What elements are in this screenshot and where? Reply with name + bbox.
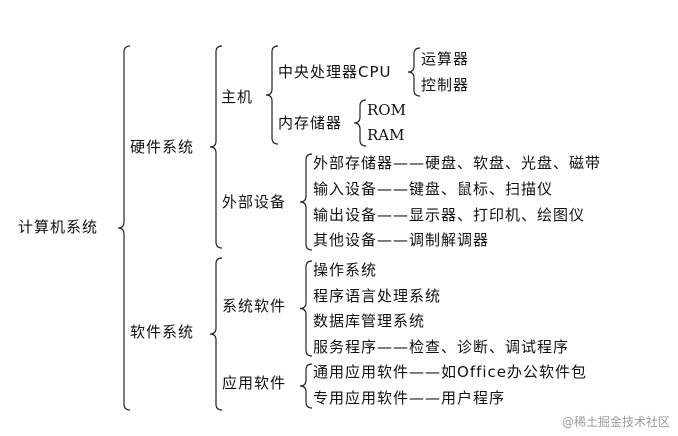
software-name: 服务程序 — [313, 338, 378, 356]
brace-application-software — [299, 363, 313, 409]
brace-hardware — [209, 45, 223, 249]
node-rom: ROM — [367, 101, 406, 119]
software-detail: 如Office办公软件包 — [441, 363, 588, 381]
peripheral-row-storage: 外部存储器——硬盘、软盘、光盘、磁带 — [313, 154, 601, 172]
peripheral-detail: 显示器、打印机、绘图仪 — [409, 206, 586, 224]
software-name: 数据库管理系统 — [313, 312, 426, 330]
node-peripherals: 外部设备 — [222, 193, 287, 211]
watermark: @稀土掘金技术社区 — [561, 415, 670, 429]
brace-computer-system — [117, 45, 131, 411]
node-computer-system: 计算机系统 — [18, 218, 99, 236]
peripheral-row-other: 其他设备——调制解调器 — [313, 231, 489, 249]
peripheral-name: 其他设备 — [313, 231, 378, 249]
peripheral-name: 外部存储器 — [313, 154, 394, 172]
dash-connector: —— — [409, 389, 442, 407]
application-row-general: 通用应用软件——如Office办公软件包 — [313, 363, 587, 381]
peripheral-detail: 硬盘、软盘、光盘、磁带 — [425, 154, 602, 172]
dash-connector: —— — [377, 231, 410, 249]
brace-memory — [353, 99, 367, 147]
node-software-system: 软件系统 — [130, 323, 195, 341]
dash-connector: —— — [377, 180, 410, 198]
application-row-special: 专用应用软件——用户程序 — [313, 389, 505, 407]
software-name: 通用应用软件 — [313, 363, 410, 381]
node-hardware-system: 硬件系统 — [130, 138, 195, 156]
system-software-row-service: 服务程序——检查、诊断、调试程序 — [313, 338, 569, 356]
dash-connector: —— — [377, 338, 410, 356]
software-name: 程序语言处理系统 — [313, 287, 442, 305]
peripheral-row-input: 输入设备——键盘、鼠标、扫描仪 — [313, 180, 553, 198]
node-controller: 控制器 — [421, 76, 470, 94]
brace-host — [265, 45, 279, 145]
node-host: 主机 — [221, 88, 254, 106]
software-detail: 检查、诊断、调试程序 — [409, 338, 570, 356]
node-ram: RAM — [367, 126, 405, 144]
peripheral-name: 输入设备 — [313, 180, 378, 198]
software-name: 专用应用软件 — [313, 389, 410, 407]
node-internal-memory: 内存储器 — [278, 114, 343, 132]
brace-peripherals — [299, 153, 313, 251]
node-cpu: 中央处理器CPU — [278, 63, 392, 81]
dash-connector: —— — [409, 363, 442, 381]
brace-software — [209, 257, 223, 411]
peripheral-name: 输出设备 — [313, 206, 378, 224]
system-software-row-language: 程序语言处理系统 — [313, 287, 441, 305]
software-name: 操作系统 — [313, 261, 378, 279]
software-detail: 用户程序 — [441, 389, 506, 407]
node-application-software: 应用软件 — [222, 374, 287, 392]
system-software-row-os: 操作系统 — [313, 261, 377, 279]
node-alu: 运算器 — [421, 50, 470, 68]
node-system-software: 系统软件 — [222, 297, 287, 315]
system-software-row-dbms: 数据库管理系统 — [313, 312, 425, 330]
peripheral-detail: 键盘、鼠标、扫描仪 — [409, 180, 554, 198]
peripheral-detail: 调制解调器 — [409, 231, 490, 249]
peripheral-row-output: 输出设备——显示器、打印机、绘图仪 — [313, 206, 585, 224]
dash-connector: —— — [393, 154, 426, 172]
brace-system-software — [299, 260, 313, 357]
brace-cpu — [407, 47, 421, 97]
brace-group — [117, 45, 421, 411]
dash-connector: —— — [377, 206, 410, 224]
